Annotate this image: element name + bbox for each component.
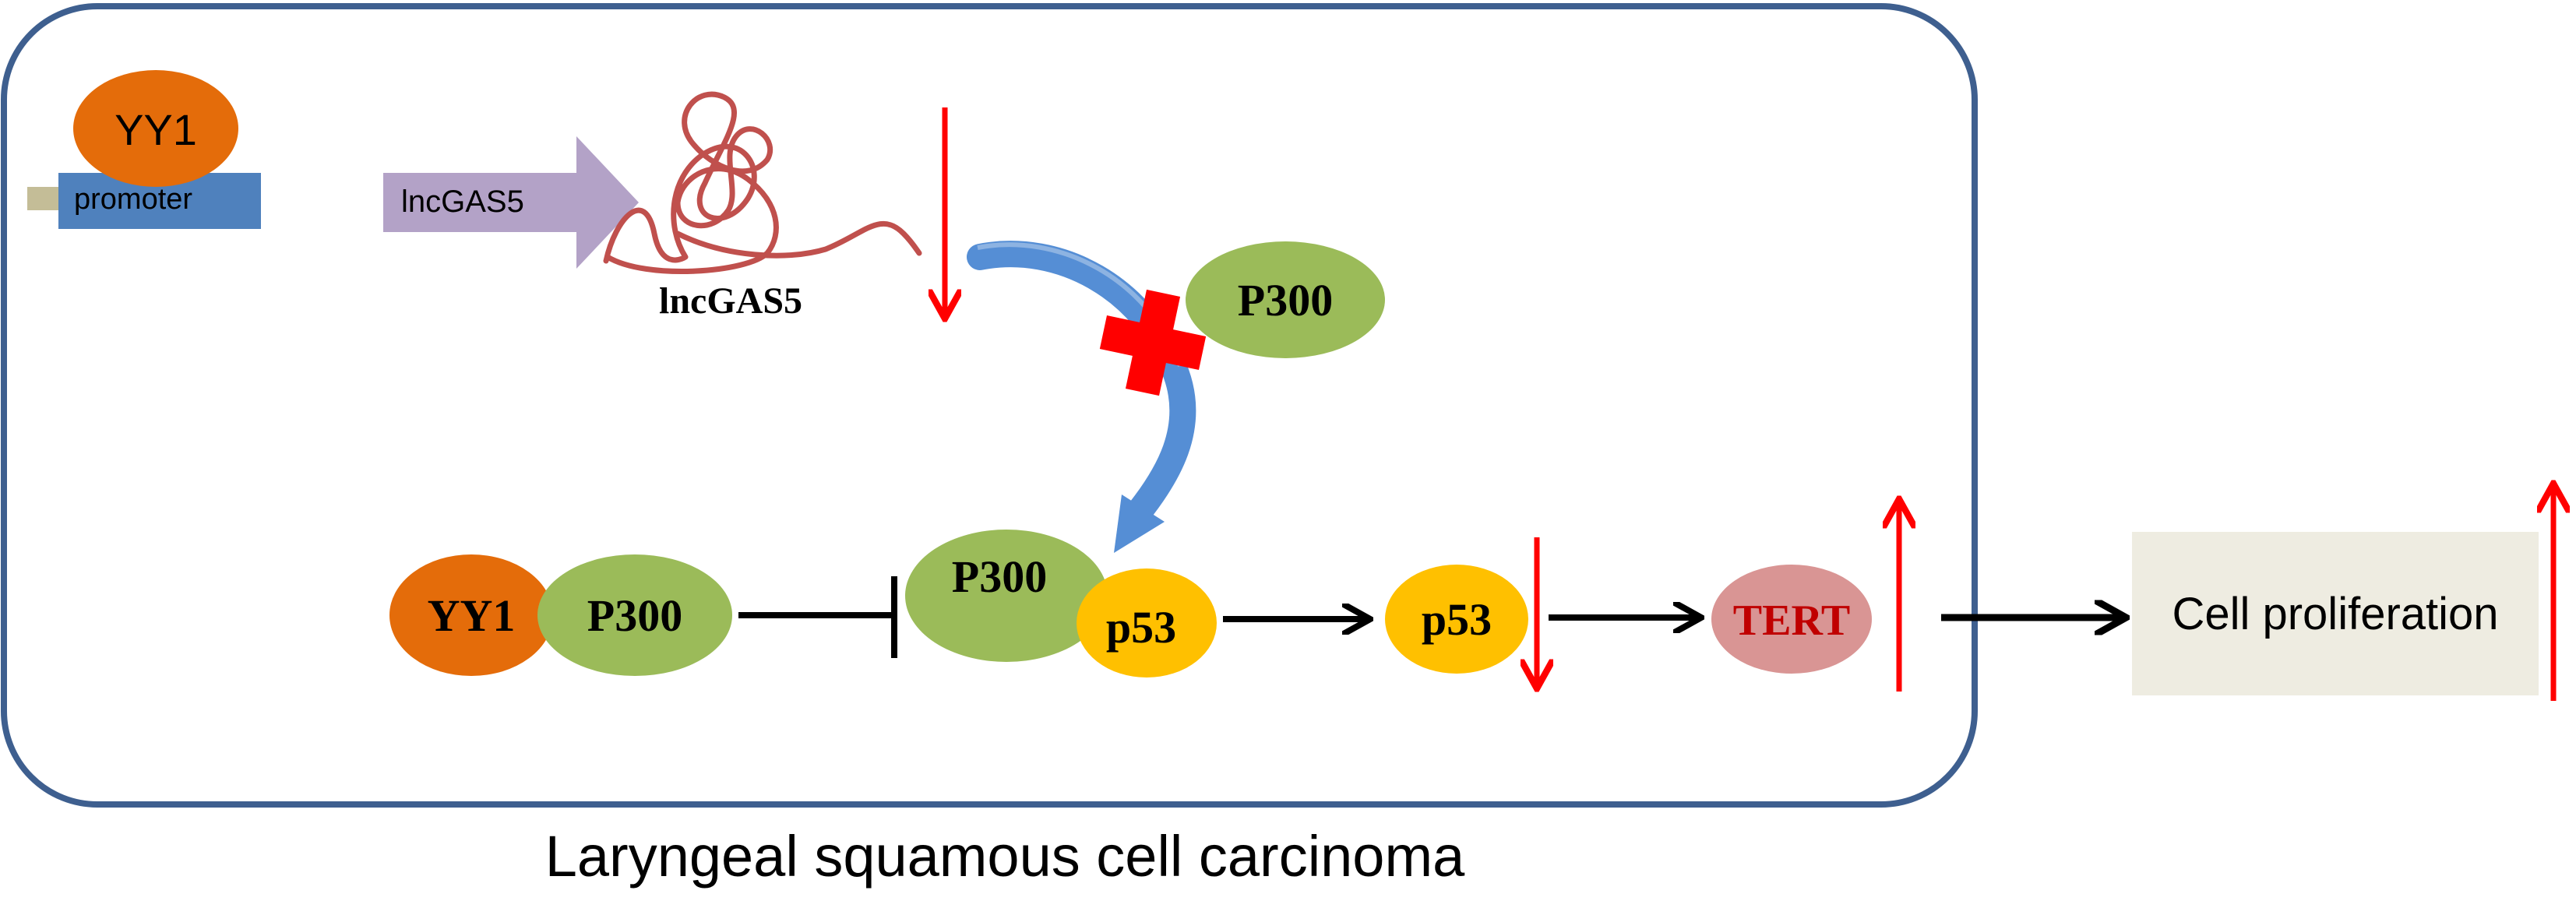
lncgas5-rna-strand: [603, 91, 922, 274]
complex-p53-ellipse: [1077, 568, 1217, 678]
blue-curved-arrow-head: [1114, 494, 1165, 553]
p300-free-ellipse: [1186, 241, 1385, 358]
blocked-cross-icon: [1099, 289, 1207, 396]
figure-caption: Laryngeal squamous cell carcinoma: [545, 824, 1465, 889]
complex-p53-label: p53: [1106, 602, 1176, 653]
lncgas5-rna-label: lncGAS5: [659, 280, 802, 322]
p53-ellipse: [1385, 565, 1528, 674]
complex-yy1-ellipse: [389, 554, 553, 676]
lncgas5-gene-arrow: [383, 136, 639, 269]
complex-p300-ellipse: [905, 530, 1108, 662]
yy1-bound-label: YY1: [115, 105, 197, 154]
tert-ellipse: [1711, 565, 1872, 674]
cell-frame: [1, 3, 1978, 808]
outcome-box: [2132, 532, 2539, 695]
outcome-label: Cell proliferation: [2172, 589, 2498, 639]
promoter-label: promoter: [74, 183, 192, 216]
p300-free-label: P300: [1238, 275, 1333, 326]
lncgas5-gene-label: lncGAS5: [401, 185, 524, 219]
complex-yy1-p300-ellipse: [537, 554, 732, 676]
complex-p300-label: P300: [952, 551, 1047, 602]
yy1-bound-ellipse: [73, 70, 238, 187]
complex-yy1-label: YY1: [428, 590, 516, 641]
p53-label: p53: [1422, 594, 1492, 645]
complex-yy1-p300-label: P300: [587, 590, 682, 641]
tert-label: TERT: [1733, 597, 1851, 645]
